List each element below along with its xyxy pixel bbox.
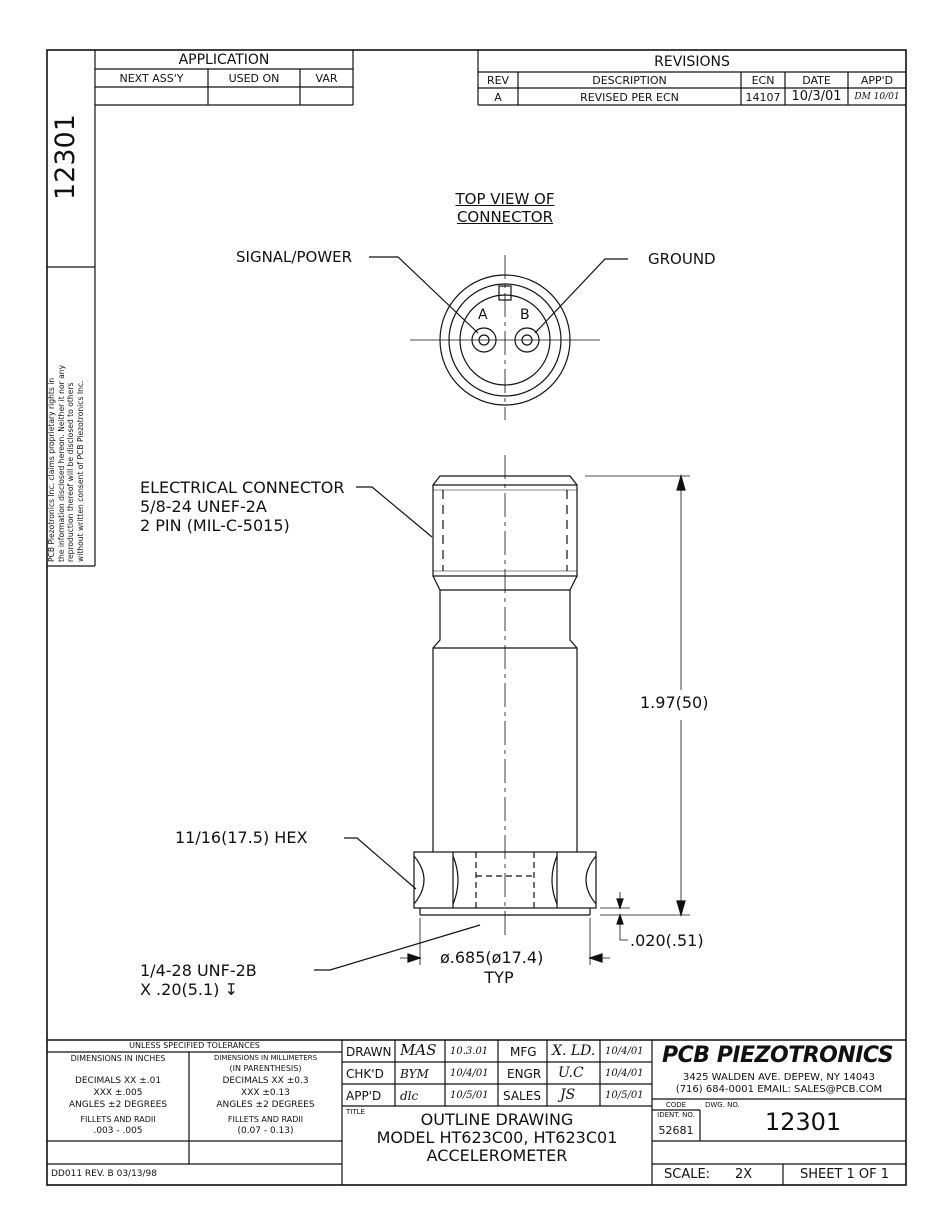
- revisions-col-appd: APP'D: [860, 74, 894, 87]
- chkd-label: CHK'D: [346, 1067, 384, 1081]
- mfg-signature: X. LD.: [552, 1043, 596, 1059]
- revision-row-date: 10/3/01: [791, 89, 842, 104]
- tolerances-inches-line: DECIMALS XX ±.01: [74, 1076, 162, 1086]
- ident-number: 52681: [658, 1124, 694, 1137]
- scale-label: SCALE:: [664, 1167, 711, 1182]
- code-label: CODE: [665, 1101, 687, 1109]
- engr-date: 10/4/01: [605, 1068, 644, 1079]
- diameter-dimension: ø.685(ø17.4): [440, 948, 544, 967]
- diameter-typ: TYP: [484, 968, 514, 987]
- title-label: TITLE: [346, 1108, 365, 1116]
- tolerances-mm-line: DECIMALS XX ±0.3: [222, 1076, 309, 1086]
- revision-row-rev: A: [494, 91, 502, 104]
- signal-power-label: SIGNAL/POWER: [236, 248, 353, 266]
- tolerances-mm-line: XXX ±0.13: [241, 1088, 290, 1098]
- dwg-number-label: DWG. NO.: [705, 1101, 740, 1109]
- appd-date: 10/5/01: [450, 1090, 489, 1101]
- tolerances-header: UNLESS SPECIFIED TOLERANCES: [129, 1041, 260, 1050]
- title-line2: MODEL HT623C00, HT623C01: [376, 1128, 618, 1147]
- engr-signature: U.C: [558, 1065, 584, 1081]
- hex-note: 11/16(17.5) HEX: [175, 828, 308, 847]
- thread-note-line1: 1/4-28 UNF-2B: [140, 961, 257, 980]
- thread-note-line2: X .20(5.1) ↧: [140, 980, 238, 999]
- appd-signature: dlc: [400, 1089, 419, 1103]
- proprietary-notice-line: the information disclosed hereon. Neithe…: [56, 364, 66, 562]
- revision-row-ecn: 14107: [745, 91, 781, 104]
- tolerances-mm-line: ANGLES ±2 DEGREES: [216, 1100, 315, 1110]
- ident-label: IDENT. NO.: [657, 1111, 695, 1119]
- ground-label: GROUND: [648, 250, 716, 268]
- scale-value: 2X: [735, 1167, 753, 1182]
- tolerances-mm-title: DIMENSIONS IN MILLIMETERS: [213, 1054, 318, 1062]
- drawn-date: 10.3.01: [450, 1046, 489, 1057]
- proprietary-notice-line: reproduction thereof will be disclosed t…: [66, 382, 76, 562]
- sheet-number: SHEET 1 OF 1: [799, 1167, 890, 1182]
- dwg-number: 12301: [764, 1108, 842, 1136]
- revision-row-description: REVISED PER ECN: [580, 91, 679, 104]
- chkd-date: 10/4/01: [450, 1068, 489, 1079]
- revisions-col-ecn: ECN: [751, 74, 775, 87]
- proprietary-notice-line: without written consent of PCB Piezotron…: [75, 380, 85, 562]
- tolerances-inches-line: XXX ±.005: [93, 1088, 143, 1098]
- revisions-col-rev: REV: [486, 74, 510, 87]
- company-address-line1: 3425 WALDEN AVE. DEPEW, NY 14043: [683, 1072, 875, 1083]
- tolerances-inches-line: ANGLES ±2 DEGREES: [68, 1100, 168, 1110]
- application-title: APPLICATION: [178, 52, 270, 68]
- application-col-used-on: USED ON: [228, 72, 280, 85]
- connector-note-line1: ELECTRICAL CONNECTOR: [140, 478, 345, 497]
- revision-row-appd: DM 10/01: [854, 92, 900, 102]
- gap-dimension: .020(.51): [630, 931, 704, 950]
- pin-a-label: A: [478, 307, 488, 323]
- engr-label: ENGR: [507, 1067, 542, 1081]
- title-line3: ACCELEROMETER: [426, 1146, 568, 1165]
- tolerances-mm-sub: (IN PARENTHESIS): [229, 1064, 302, 1073]
- sales-date: 10/5/01: [605, 1090, 644, 1101]
- mfg-date: 10/4/01: [605, 1046, 644, 1057]
- revisions-col-description: DESCRIPTION: [592, 74, 667, 87]
- fillets-title-mm: FILLETS AND RADII: [227, 1115, 304, 1124]
- company-logo: PCB PIEZOTRONICS: [662, 1043, 894, 1068]
- side-drawing-number: 12301: [50, 114, 81, 200]
- mfg-label: MFG: [510, 1045, 537, 1059]
- connector-note-line3: 2 PIN (MIL-C-5015): [140, 516, 290, 535]
- top-view-title-line1: TOP VIEW OF: [455, 190, 555, 208]
- sales-label: SALES: [503, 1089, 541, 1103]
- appd-label: APP'D: [346, 1089, 382, 1103]
- form-revision: DD011 REV. B 03/13/98: [51, 1169, 158, 1179]
- proprietary-notice-line: PCB Piezotronics Inc. claims proprietary…: [47, 377, 56, 562]
- fillets-inches: .003 - .005: [93, 1126, 143, 1136]
- application-col-var: VAR: [315, 72, 338, 85]
- fillets-title-inches: FILLETS AND RADII: [80, 1115, 156, 1124]
- application-col-next-assy: NEXT ASS'Y: [119, 72, 184, 85]
- top-view-title-line2: CONNECTOR: [456, 208, 554, 226]
- connector-note-line2: 5/8-24 UNEF-2A: [140, 497, 267, 516]
- title-line1: OUTLINE DRAWING: [420, 1110, 574, 1129]
- company-address-line2: (716) 684-0001 EMAIL: SALES@PCB.COM: [675, 1084, 883, 1095]
- drawn-signature: MAS: [400, 1041, 437, 1059]
- sales-signature: JS: [560, 1087, 576, 1103]
- revisions-title: REVISIONS: [654, 54, 730, 70]
- tolerances-inches-title: DIMENSIONS IN INCHES: [70, 1054, 166, 1063]
- revisions-col-date: DATE: [802, 74, 831, 87]
- height-dimension: 1.97(50): [640, 693, 709, 712]
- drawn-label: DRAWN: [346, 1045, 392, 1059]
- chkd-signature: BYM: [400, 1067, 429, 1081]
- pin-b-label: B: [520, 307, 530, 323]
- fillets-mm: (0.07 - 0.13): [237, 1126, 294, 1136]
